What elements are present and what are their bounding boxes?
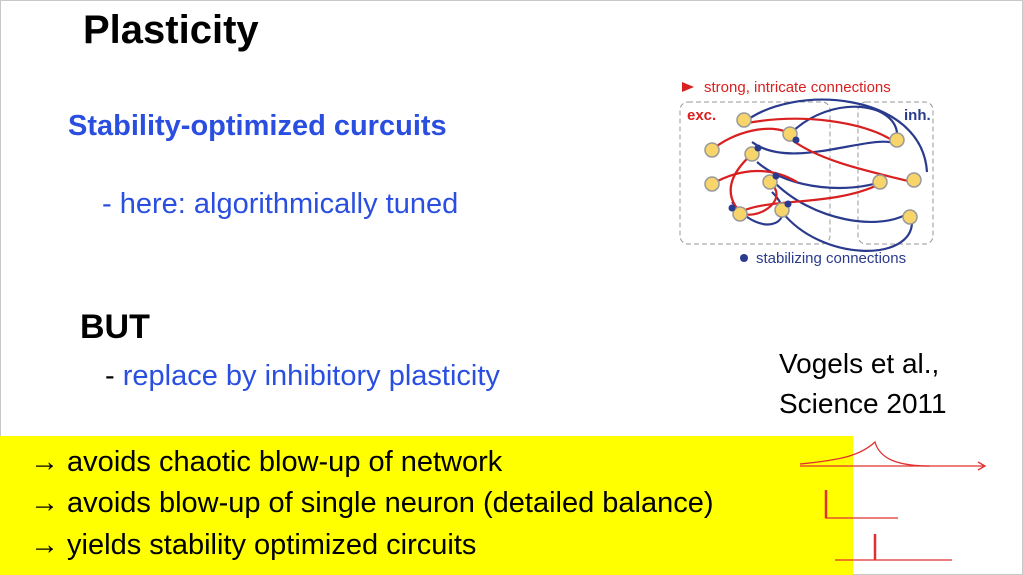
conclusion-item: → yields stability optimized circuits: [30, 529, 477, 561]
inhibitory-connections: [731, 98, 929, 252]
label-exc: exc.: [687, 107, 716, 124]
inhibitory-group-box: [857, 101, 934, 245]
slide-subtitle: Stability-optimized curcuits: [68, 110, 447, 142]
bullet-algorithmically-tuned: - here: algorithmically tuned: [102, 188, 459, 220]
bullet-inhibitory-plasticity: - replace by inhibitory plasticity: [105, 360, 500, 393]
citation-authors: Vogels et al.,: [779, 348, 940, 379]
annotation-curve: [799, 440, 931, 467]
conclusion-item: → avoids blow-up of single neuron (detai…: [30, 487, 714, 519]
annotation-arrowhead: [977, 461, 987, 471]
neurons: [704, 112, 922, 225]
label-inh: inh.: [904, 107, 931, 124]
strong-connection-legend-icon: [682, 82, 694, 92]
citation: Vogels et al., Science 2011: [779, 344, 947, 424]
slide-title: Plasticity: [83, 8, 259, 52]
excitatory-connections: [711, 117, 913, 216]
stabilizing-legend-icon: [740, 254, 748, 262]
citation-journal: Science 2011: [779, 388, 947, 419]
but-heading: BUT: [80, 308, 150, 346]
legend-strong-connections: strong, intricate connections: [704, 79, 891, 96]
conclusion-item: → avoids chaotic blow-up of network: [30, 446, 503, 478]
bullet-inhibitory-plasticity-text: replace by inhibitory plasticity: [122, 360, 500, 392]
network-figure: strong, intricate connections exc. inh.: [679, 79, 934, 267]
bullet-dash: -: [105, 360, 123, 392]
stabilizing-connection-dots: [728, 136, 800, 212]
conclusion-highlight-box: [0, 436, 853, 575]
excitatory-group-box: [679, 101, 831, 245]
legend-stabilizing-connections: stabilizing connections: [756, 250, 906, 267]
hand-drawn-annotation: [799, 440, 987, 561]
